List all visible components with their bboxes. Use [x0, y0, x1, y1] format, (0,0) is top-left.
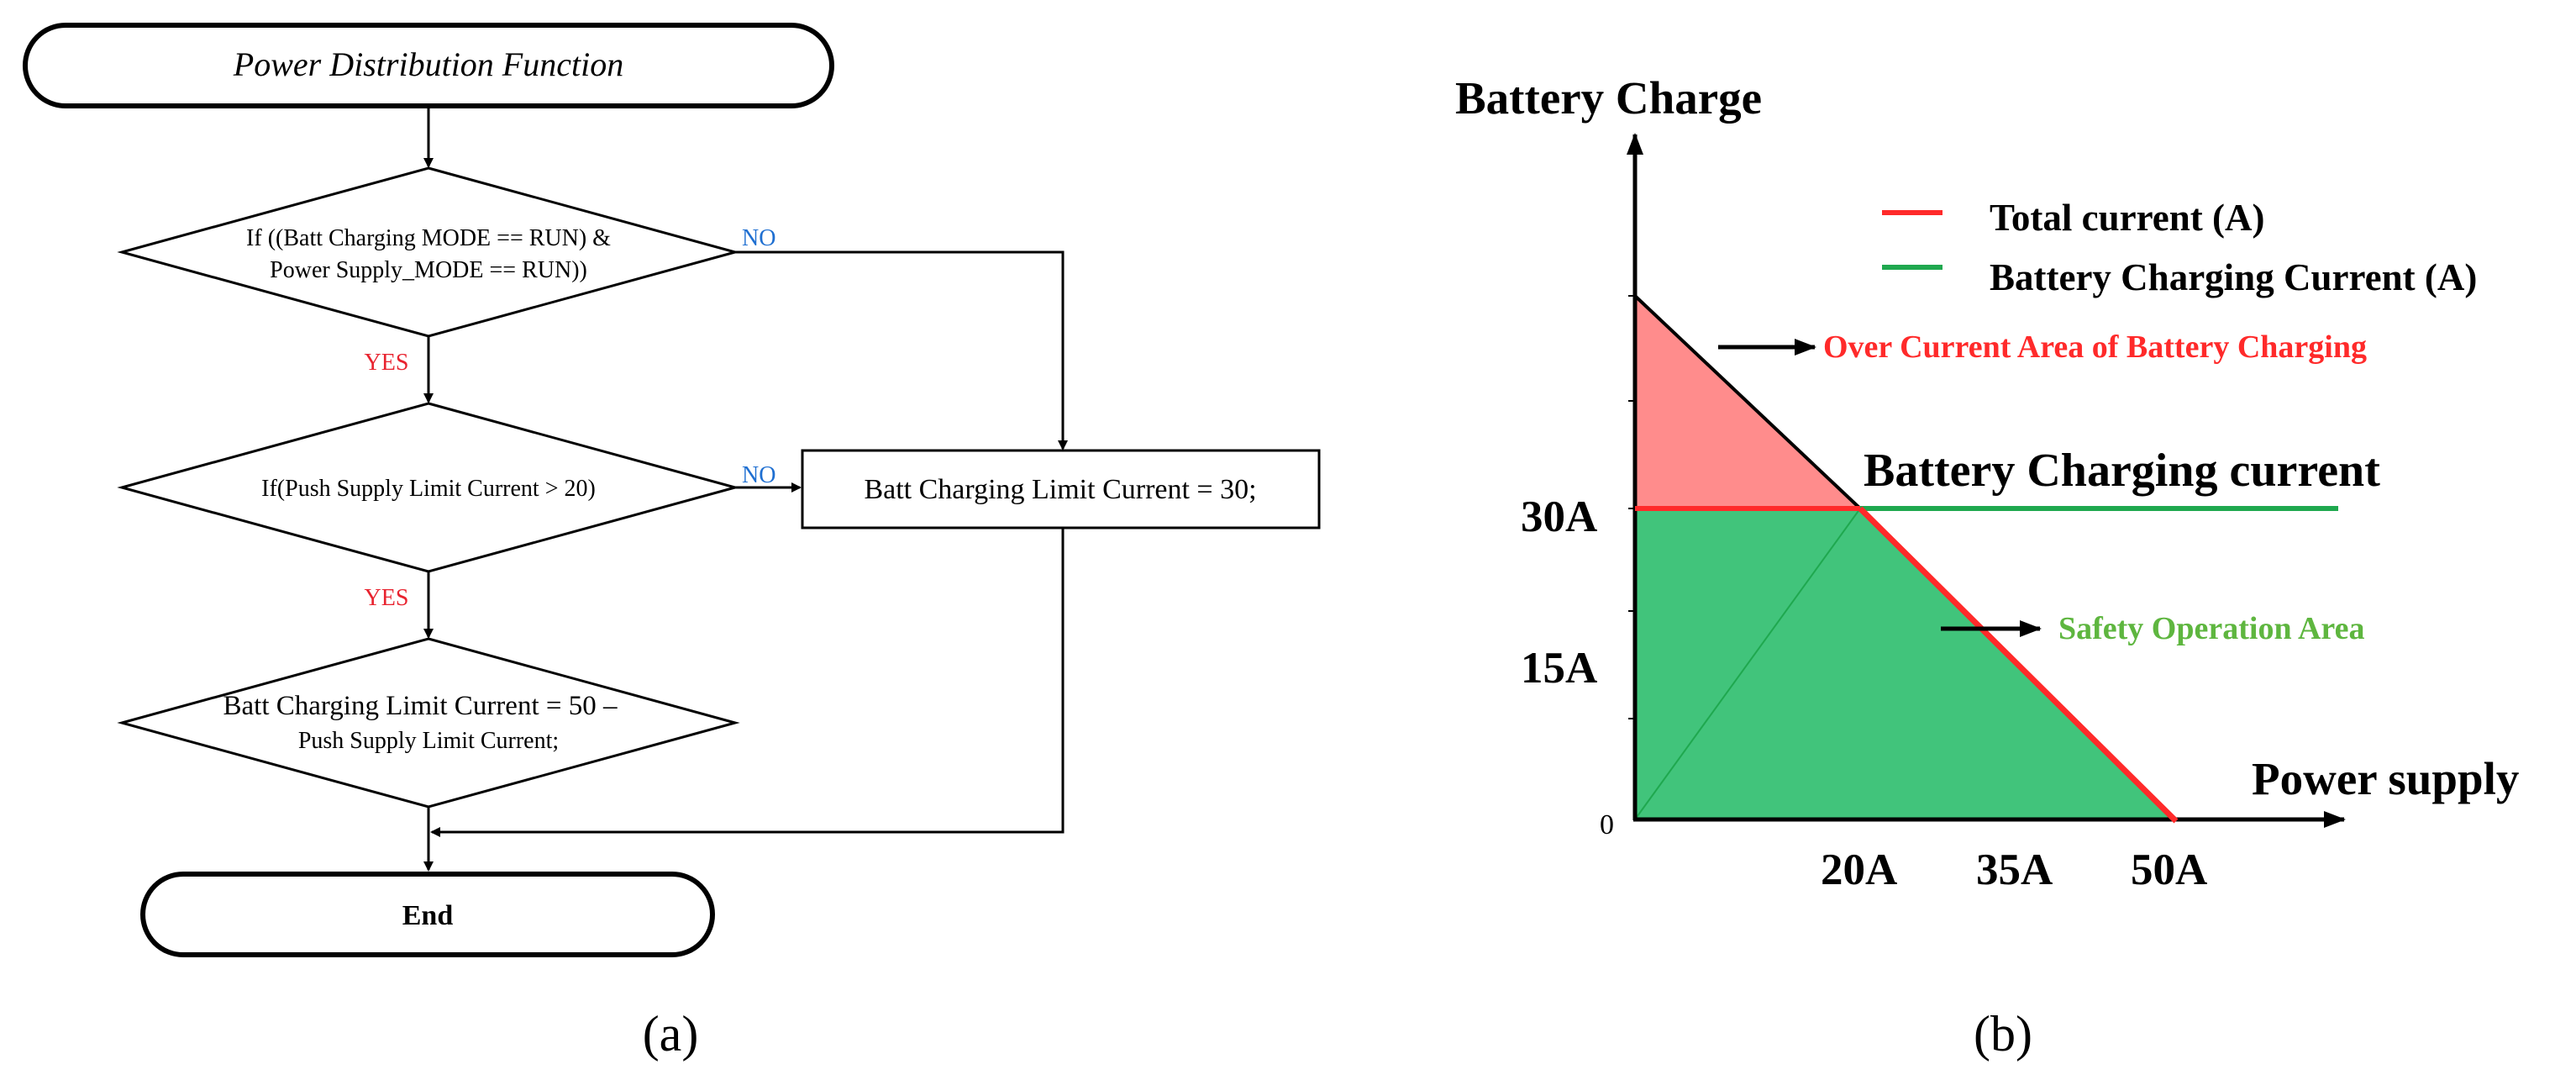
- y-axis-label: Battery Charge: [1455, 72, 1762, 124]
- decision1-diamond: [117, 166, 740, 338]
- process-box: [801, 449, 1321, 529]
- x-axis-label: Power supply: [2252, 753, 2519, 804]
- decision1-text-line2: Power Supply_MODE == RUN)): [270, 257, 587, 283]
- x-tick-label-20A: 20A: [1821, 846, 1897, 894]
- safety-area-annotation: Safety Operation Area: [2058, 611, 2364, 646]
- flowchart: Power Distribution Function If ((Batt Ch…: [23, 23, 1321, 1062]
- total-current-line: [1858, 506, 2179, 824]
- decision3-diamond: [117, 637, 740, 809]
- legend: Total current (A) Battery Charging Curre…: [1882, 197, 2477, 298]
- over-current-annotation: Over Current Area of Battery Charging: [1823, 329, 2367, 365]
- decision3-text-line2: Push Supply Limit Current;: [298, 728, 559, 754]
- y-tick-label-15A: 15A: [1521, 644, 1597, 693]
- region-diagonal-line: [1634, 508, 1861, 820]
- decision2-no-label: NO: [742, 462, 775, 488]
- decision1-yes-label: YES: [365, 350, 409, 376]
- end-label: End: [402, 900, 454, 931]
- legend-label-total: Total current (A): [1990, 197, 2264, 239]
- y-tick-label-30A: 30A: [1521, 493, 1597, 541]
- arrow-decision1-no: [735, 250, 1068, 450]
- end-terminator: [140, 872, 715, 957]
- safety-operation-region: [1635, 508, 2174, 819]
- origin-label: 0: [1600, 809, 1614, 840]
- decision1-text-line1: If ((Batt Charging MODE == RUN) &: [246, 225, 611, 251]
- black-boundary-line: [1633, 294, 1862, 510]
- x-tick-label-50A: 50A: [2131, 846, 2207, 894]
- panel-label-a: (a): [643, 1006, 699, 1062]
- legend-label-battery: Battery Charging Current (A): [1990, 256, 2477, 298]
- x-tick-label-35A: 35A: [1976, 846, 2053, 894]
- charge-chart: Battery Charge Power supply 30A 15A 0 20…: [1455, 72, 2519, 1062]
- arrow-process-to-end: [430, 528, 1065, 837]
- decision3-text-line1: Batt Charging Limit Current = 50 –: [223, 691, 618, 721]
- decision1-no-label: NO: [742, 225, 775, 251]
- start-label: Power Distribution Function: [233, 45, 623, 83]
- panel-label-b: (b): [1974, 1006, 2032, 1062]
- charging-current-annotation: Battery Charging current: [1864, 445, 2380, 497]
- process-text: Batt Charging Limit Current = 30;: [864, 474, 1256, 505]
- decision2-yes-label: YES: [365, 585, 409, 611]
- decision2-text: If(Push Supply Limit Current > 20): [261, 476, 596, 502]
